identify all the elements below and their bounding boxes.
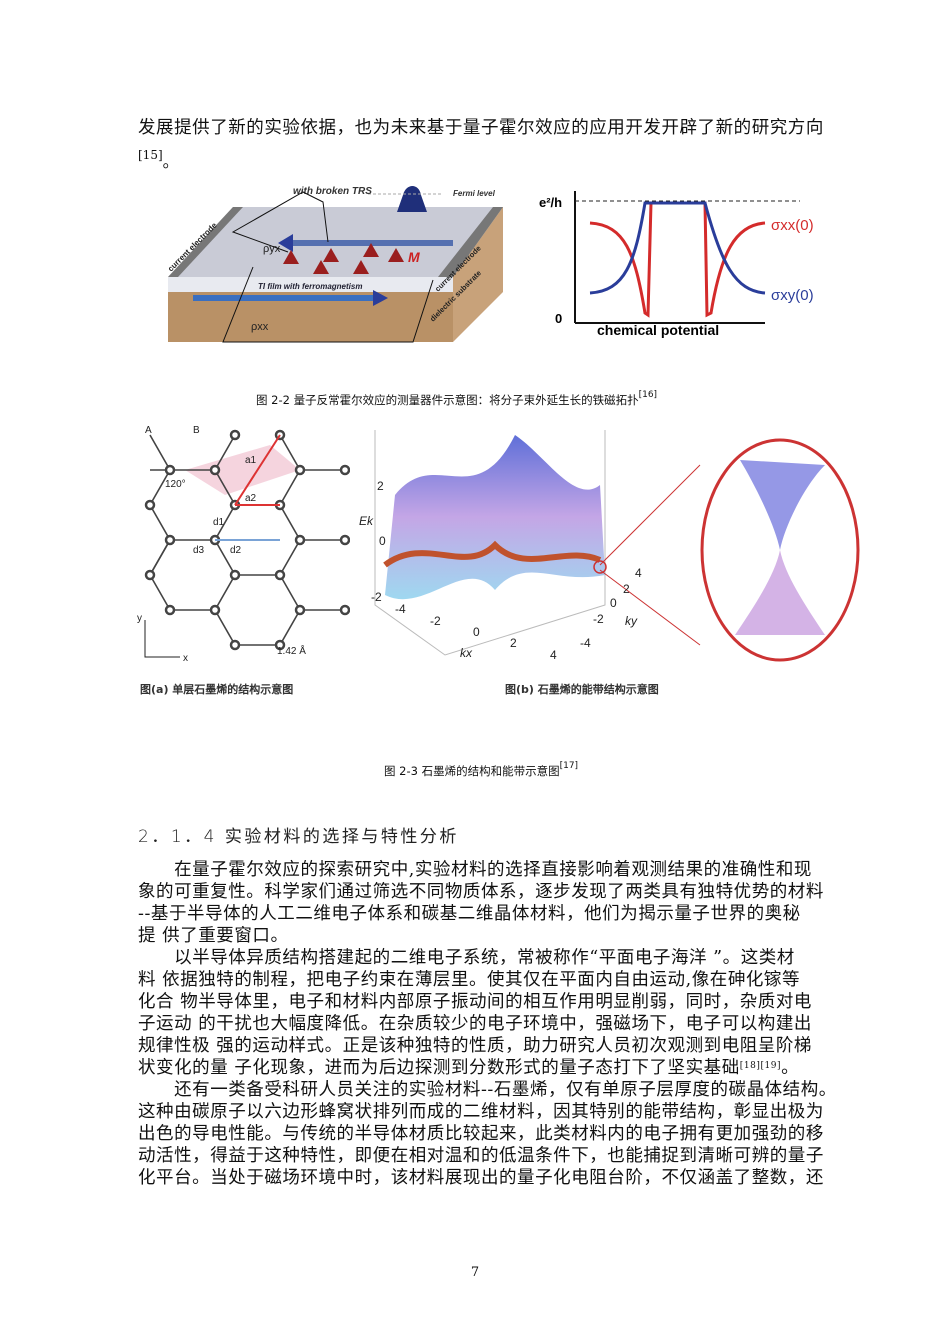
figure-2-3-lattice: A B 120° a1 a2 d1 d2 d3 1.42 Å x y bbox=[137, 425, 350, 664]
label-rho-xx: ρxx bbox=[251, 321, 269, 333]
intro-line: 发展提供了新的实验依据，也为未来基于量子霍尔效应的应用开发开辟了新的研究方向 bbox=[138, 118, 824, 138]
label-d2: d2 bbox=[230, 545, 242, 556]
text-line: 这种由碳原子以六边形蜂窝状排列而成的二维材料，因其特别的能带结构，彰显出极为 bbox=[138, 1102, 824, 1122]
x-axis-label: chemical potential bbox=[597, 322, 719, 338]
text-line: --基于半导体的人工二维电子体系和碳基二维晶体材料，他们为揭示量子世界的奥秘 bbox=[138, 904, 801, 924]
intro-citation: [15]。 bbox=[138, 148, 179, 171]
text-line: 规律性极 强的运动样式。正是该种独特的性质，助力研究人员初次观测到电阻呈阶梯 bbox=[138, 1036, 812, 1056]
label-a1: a1 bbox=[245, 455, 257, 466]
tick-kx: 2 bbox=[510, 636, 517, 650]
figure-2-3-band-structure: Ek kx ky 2 0 -2 -4 -2 0 2 4 4 2 0 -2 -4 bbox=[359, 430, 860, 662]
tick-kx: -4 bbox=[395, 602, 406, 616]
label-y-axis: y bbox=[137, 613, 142, 624]
label-x-axis: x bbox=[183, 653, 188, 664]
tick-e: -2 bbox=[371, 590, 382, 604]
label-angle: 120° bbox=[165, 479, 186, 490]
label-a2: a2 bbox=[245, 493, 257, 504]
text-line: 动活性，得益于这种特性，即便在相对温和的低温条件下，也能捕捉到清晰可辨的量子 bbox=[138, 1146, 824, 1166]
legend-sigma-xy: σxy(0) bbox=[771, 287, 814, 304]
figure-2-3-caption: 图 2-3 石墨烯的结构和能带示意图[17] bbox=[384, 761, 579, 778]
label-ek: Ek bbox=[359, 514, 374, 528]
tick-ky: -2 bbox=[593, 612, 604, 626]
text-line: 象的可重复性。科学家们通过筛选不同物质体系，逐步发现了两类具有独特优势的材料 bbox=[138, 882, 824, 902]
text-line: 子运动 的干扰也大幅度降低。在杂质较少的电子环境中，强磁场下，电子可以构建出 bbox=[138, 1014, 812, 1034]
y-unit-label: e²/h bbox=[539, 195, 562, 210]
label-b-site: B bbox=[193, 425, 200, 436]
text-line: 料 依据独特的制程，把电子约束在薄层里。使其仅在平面内自由运动,像在砷化镓等 bbox=[138, 970, 801, 990]
legend-sigma-xx: σxx(0) bbox=[771, 217, 814, 234]
label-kx: kx bbox=[460, 646, 473, 660]
text-line: 提 供了重要窗口。 bbox=[138, 926, 289, 946]
page-number: 7 bbox=[470, 1265, 480, 1280]
figure-2-2-device-diagram: with broken TRS Fermi level ρyx ρxx M TI… bbox=[166, 186, 503, 343]
y-zero-label: 0 bbox=[555, 311, 562, 326]
text-line: 以半导体异质结构搭建起的二维电子系统，常被称作“平面电子海洋 ”。这类材 bbox=[138, 948, 795, 968]
label-rho-yx: ρyx bbox=[263, 243, 281, 255]
subcaption-b: 图(b) 石墨烯的能带结构示意图 bbox=[505, 683, 659, 696]
tick-ky: 0 bbox=[610, 596, 617, 610]
tick-kx: -2 bbox=[430, 614, 441, 628]
text-line: 化合 物半导体里，电子和材料内部原子振动间的相互作用明显削弱，同时，杂质对电 bbox=[138, 992, 812, 1012]
subcaption-a: 图(a) 单层石墨烯的结构示意图 bbox=[140, 683, 294, 696]
label-broken-trs: with broken TRS bbox=[293, 186, 372, 197]
tick-e: 2 bbox=[377, 479, 384, 493]
figure-2-2-conductance-plot: e²/h 0 chemical potential σxx(0) σxy(0) bbox=[539, 191, 814, 338]
label-bond-length: 1.42 Å bbox=[277, 644, 306, 657]
text-line: 化平台。当处于磁场环境中时，该材料展现出的量子化电阻台阶，不仅涵盖了整数，还 bbox=[138, 1168, 824, 1188]
label-d1: d1 bbox=[213, 517, 225, 528]
text-line: 在量子霍尔效应的探索研究中,实验材料的选择直接影响着观测结果的准确性和现 bbox=[138, 860, 812, 880]
tick-ky: 4 bbox=[635, 566, 642, 580]
label-ti-film: TI film with ferromagnetism bbox=[258, 282, 362, 291]
text-line: 状变化的量 子化现象，进而为后边探测到分数形式的量子态打下了坚实基础[18][1… bbox=[138, 1058, 800, 1078]
label-m: M bbox=[408, 249, 420, 265]
tick-ky: 2 bbox=[623, 582, 630, 596]
section-heading: 2．1．4 实验材料的选择与特性分析 bbox=[138, 827, 459, 847]
text-line: 出色的导电性能。与传统的半导体材质比较起来，此类材料内的电子拥有更加强劲的移 bbox=[138, 1124, 824, 1144]
tick-kx: 4 bbox=[550, 648, 557, 662]
label-a-site: A bbox=[145, 425, 152, 436]
tick-e: 0 bbox=[379, 534, 386, 548]
figure-2-2-caption: 图 2-2 量子反常霍尔效应的测量器件示意图：将分子束外延生长的铁磁拓扑[16] bbox=[256, 390, 658, 407]
tick-kx: 0 bbox=[473, 625, 480, 639]
label-fermi-level: Fermi level bbox=[453, 189, 496, 198]
text-line: 还有一类备受科研人员关注的实验材料--石墨烯，仅有单原子层厚度的碳晶体结构。 bbox=[138, 1080, 837, 1100]
tick-ky: -4 bbox=[580, 636, 591, 650]
label-ky: ky bbox=[625, 614, 638, 628]
label-d3: d3 bbox=[193, 545, 205, 556]
